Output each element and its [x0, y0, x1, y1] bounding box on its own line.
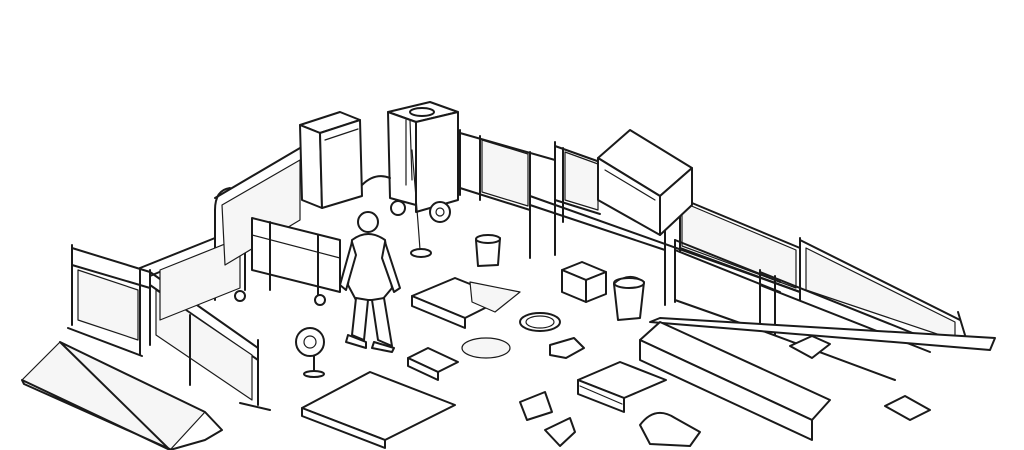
gloves	[544, 335, 931, 447]
folded-sheets	[411, 277, 521, 329]
speed-bump-ramp	[21, 341, 223, 450]
floor-mat	[301, 371, 456, 449]
barrier-fence	[459, 129, 601, 256]
equipment-box	[597, 129, 693, 236]
bucket	[613, 275, 645, 321]
barrier-fence	[649, 239, 996, 381]
hose	[361, 175, 391, 186]
equipment-box	[407, 347, 459, 381]
boot-cover	[519, 391, 553, 421]
barrier-fence	[67, 147, 301, 411]
wheeled-cart	[234, 217, 341, 306]
equipment-box	[561, 261, 607, 303]
folded-sheets	[577, 361, 667, 413]
fan	[295, 327, 325, 378]
worker-in-protective-suit	[339, 211, 401, 353]
hose-coil	[519, 312, 561, 332]
absorbent-granules	[461, 337, 511, 359]
hepa-air-unit	[299, 111, 363, 209]
water-tank-on-wheels	[387, 101, 459, 258]
bucket	[475, 234, 501, 267]
speed-bump-ramp	[639, 321, 831, 441]
boot-cover	[639, 411, 701, 447]
